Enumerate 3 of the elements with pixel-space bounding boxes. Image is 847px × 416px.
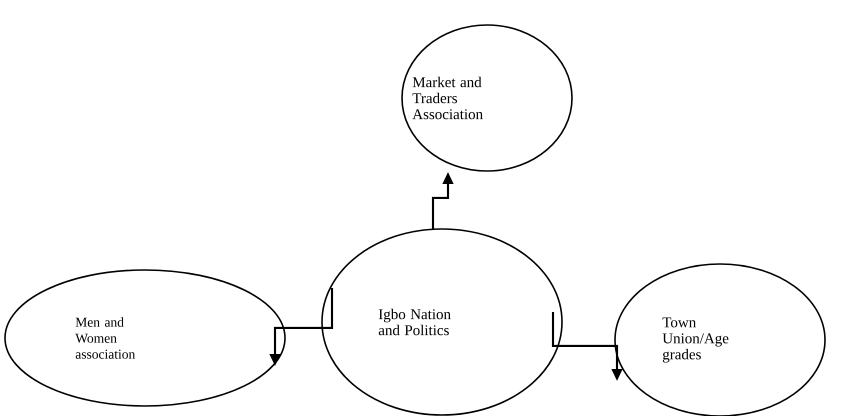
ellipse-node: Market and Traders Association [401,24,573,172]
ellipse-node: Igbo Nation and Politics [321,228,563,416]
ellipse-node: Men and Women association [4,269,286,407]
